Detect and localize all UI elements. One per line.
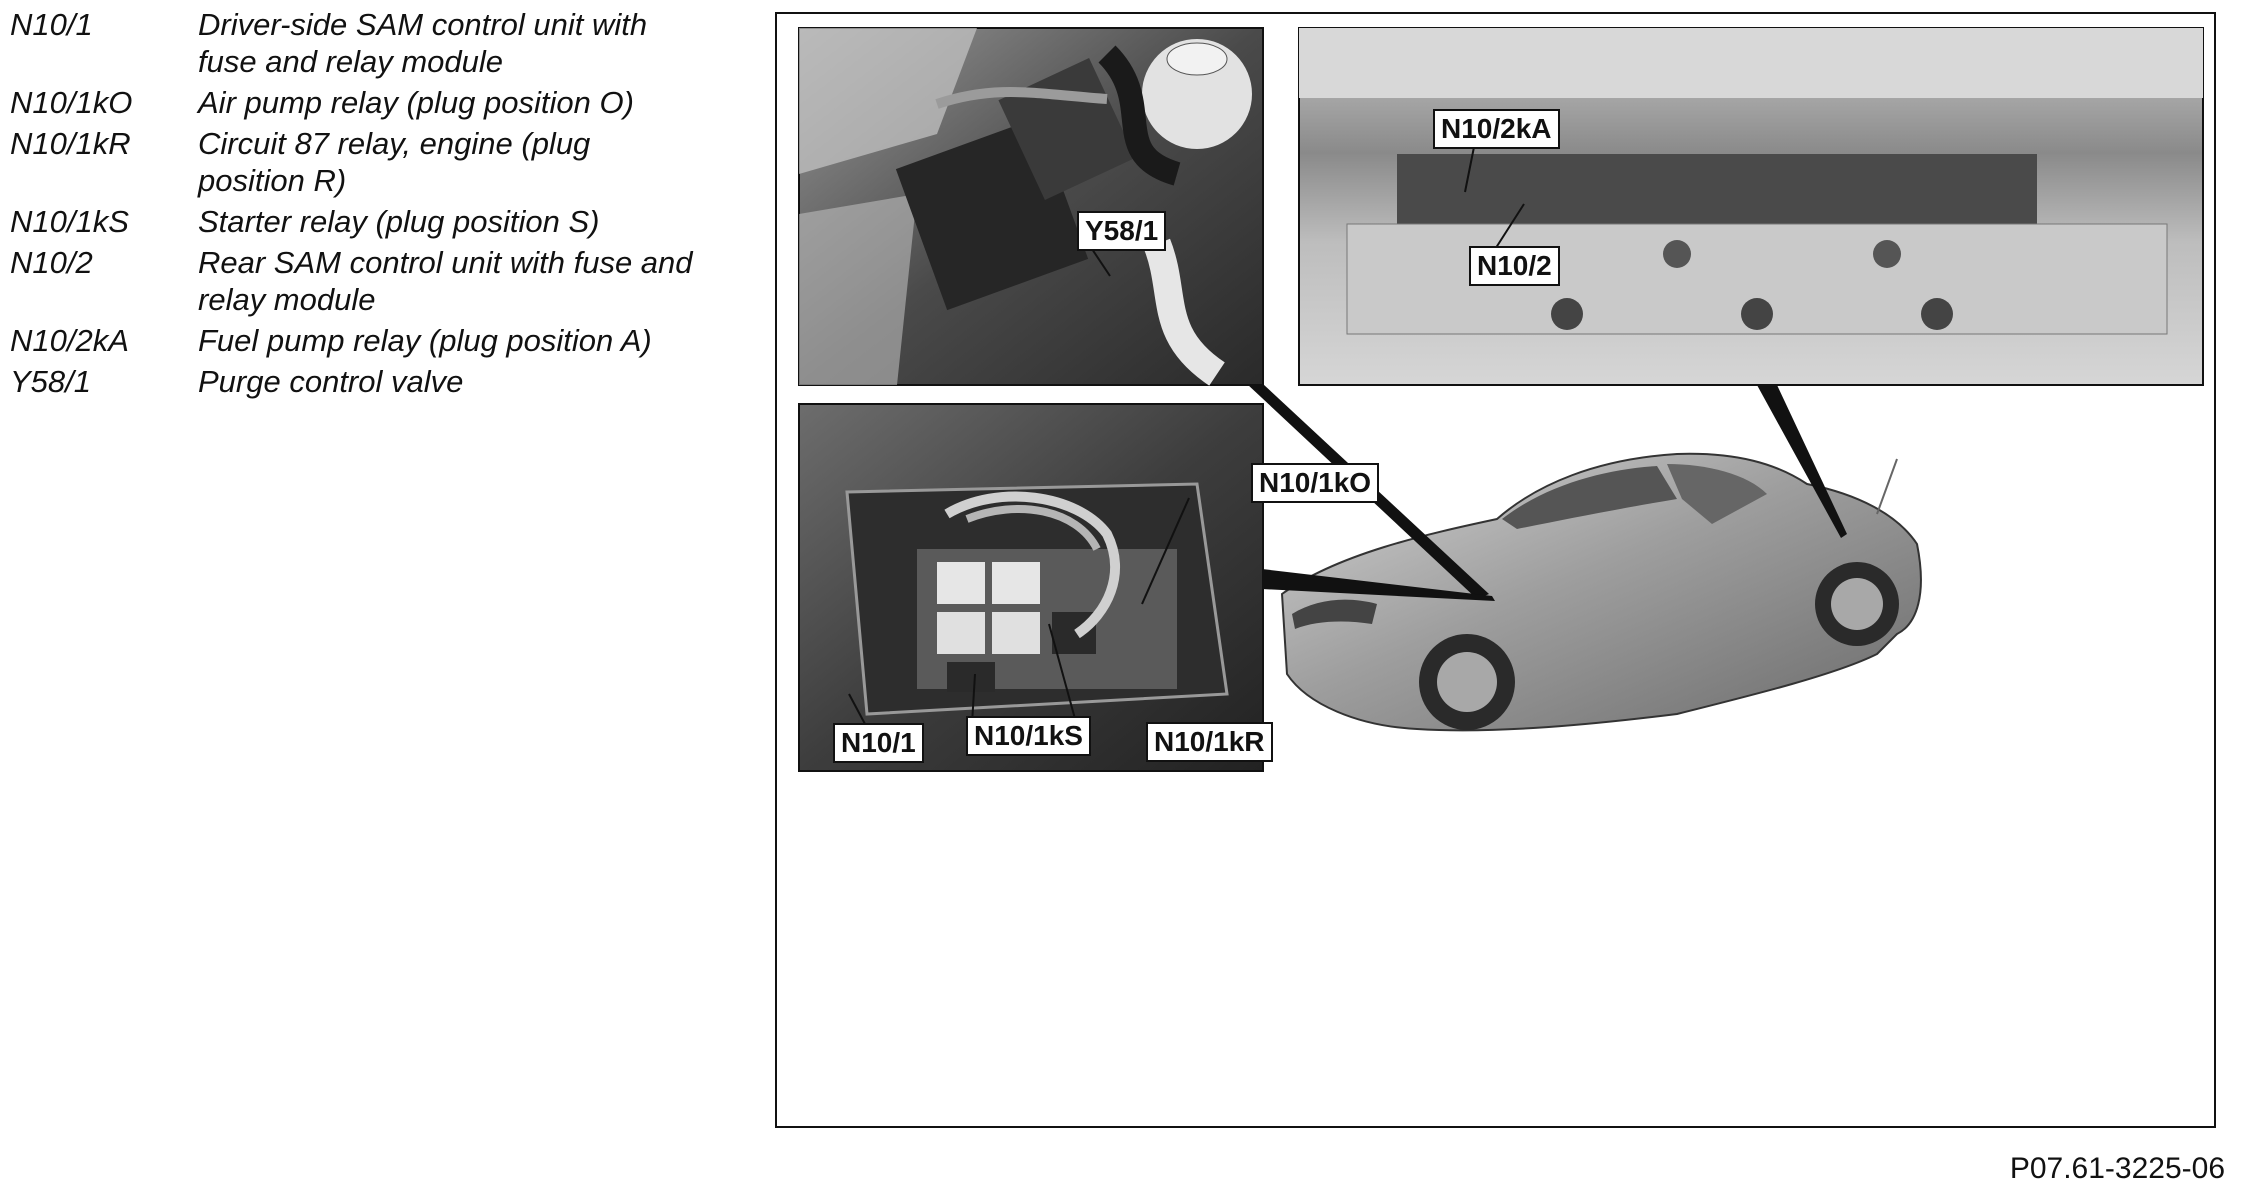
legend-code: N10/1kS: [10, 204, 129, 239]
legend-code: N10/2: [10, 245, 93, 280]
legend-description: Driver-side SAM control unit with fuse a…: [198, 7, 648, 79]
legend: N10/1 Driver-side SAM control unit with …: [10, 6, 700, 404]
legend-code: N10/1kR: [10, 126, 131, 161]
legend-row: N10/1kR Circuit 87 relay, engine (plug p…: [10, 125, 700, 199]
legend-description: Purge control valve: [198, 364, 464, 399]
callout-circuit-87-relay: N10/1kR: [1146, 722, 1273, 762]
rear-sam-photo: [1298, 27, 2204, 386]
callout-rear-sam-control-unit: N10/2: [1469, 246, 1560, 286]
legend-row: N10/1kS Starter relay (plug position S): [10, 203, 700, 240]
engine-bay-photo: [798, 27, 1264, 386]
legend-code: N10/1kO: [10, 85, 133, 120]
legend-row: N10/2kA Fuel pump relay (plug position A…: [10, 322, 700, 359]
legend-row: N10/2 Rear SAM control unit with fuse an…: [10, 244, 700, 318]
legend-code: N10/1: [10, 7, 93, 42]
callout-air-pump-relay: N10/1kO: [1251, 463, 1380, 503]
figure-artwork: [798, 27, 2204, 772]
legend-description: Air pump relay (plug position O): [198, 85, 634, 120]
legend-code: Y58/1: [10, 364, 92, 399]
legend-description: Rear SAM control unit with fuse and rela…: [198, 245, 693, 317]
legend-row: Y58/1 Purge control valve: [10, 363, 700, 400]
legend-row: N10/1 Driver-side SAM control unit with …: [10, 6, 700, 80]
callout-fuel-pump-relay: N10/2kA: [1433, 109, 1560, 149]
legend-description: Starter relay (plug position S): [198, 204, 600, 239]
callout-driver-side-sam-control-unit: N10/1: [833, 723, 924, 763]
callout-purge-control-valve: Y58/1: [1077, 211, 1167, 251]
fuse-box-photo: [798, 403, 1264, 772]
callout-starter-relay: N10/1kS: [966, 716, 1091, 756]
component-location-figure: Y58/1 N10/2kA N10/2 N10/1kO N10/1 N10/1k…: [775, 12, 2216, 1128]
car-illustration: [1280, 452, 1922, 732]
legend-code: N10/2kA: [10, 323, 129, 358]
figure-id: P07.61-3225-06: [2009, 1152, 2225, 1185]
legend-row: N10/1kO Air pump relay (plug position O): [10, 84, 700, 121]
legend-description: Circuit 87 relay, engine (plug position …: [198, 126, 591, 198]
legend-description: Fuel pump relay (plug position A): [198, 323, 652, 358]
